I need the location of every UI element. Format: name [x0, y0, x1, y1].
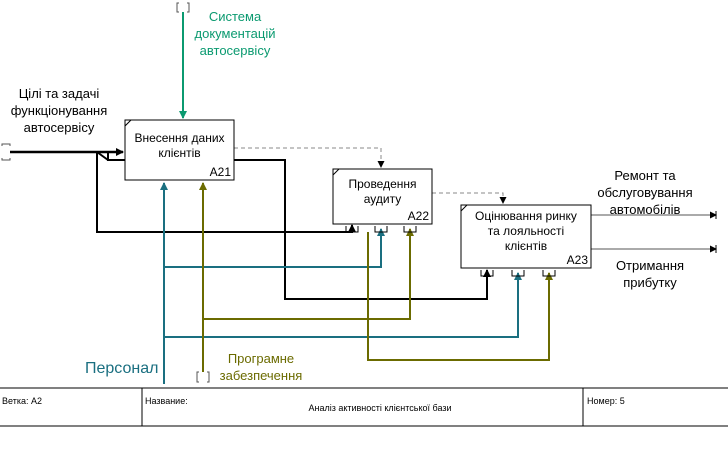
software-tunnel-icon: [196, 371, 210, 383]
mechanism-personnel-label: Персонал: [85, 360, 158, 377]
output-profit-label-line1: Отримання: [616, 258, 684, 273]
output-repair-label-line3: автомобілів: [610, 202, 681, 217]
box-id-a22: A22: [408, 209, 430, 223]
box-label-a22-line2: аудиту: [364, 192, 401, 206]
box-label-a22-line1: Проведення: [348, 177, 416, 191]
footer: Ветка: А2 Название: Аналіз активності кл…: [0, 387, 728, 427]
box-label-a23-line3: клієнтів: [505, 239, 547, 253]
output-repair-label: Ремонт та обслуговування автомобілів: [597, 168, 692, 217]
input-label-line1: Цілі та задачі: [19, 86, 100, 101]
activity-box-a23[interactable]: Оцінювання ринку та лояльності клієнтів …: [460, 204, 592, 269]
input-tunnel-icon: [1, 143, 11, 161]
control-tunnel-icon: [176, 2, 190, 13]
box-connector-brackets: [345, 226, 556, 277]
footer-number-label: Номер: 5: [587, 396, 625, 406]
box-label-a21-line1: Внесення даних: [134, 131, 224, 145]
mechanism-software-label-line1: Програмне: [228, 351, 294, 366]
mechanism-personnel-arrows: [160, 182, 522, 384]
control-label-line2: документацій: [195, 26, 276, 41]
footer-title-label: Название:: [145, 396, 188, 406]
footer-title-value: Аналіз активності клієнтської бази: [308, 403, 451, 413]
control-label-line1: Система: [209, 9, 262, 24]
input-label-line3: автосервісу: [24, 120, 95, 135]
mechanism-software-label-line2: забезпечення: [220, 368, 303, 383]
box-label-a23-line1: Оцінювання ринку: [475, 209, 577, 223]
activity-box-a21[interactable]: Внесення даних клієнтів A21: [124, 119, 235, 181]
output-profit-label: Отримання прибутку: [616, 258, 684, 290]
control-label: Система документацій автосервісу: [195, 9, 276, 58]
box-label-a23-line2: та лояльності: [488, 224, 564, 238]
output-profit-label-line2: прибутку: [623, 275, 677, 290]
box-id-a23: A23: [567, 253, 589, 267]
output-arrows: [591, 211, 717, 253]
internal-flow-a21-a23: [96, 151, 491, 300]
dashed-links: [234, 147, 507, 204]
box-id-a21: A21: [210, 165, 232, 179]
control-label-line3: автосервісу: [200, 43, 271, 58]
footer-node-label: Ветка: А2: [2, 396, 42, 406]
box-label-a21-line2: клієнтів: [158, 146, 200, 160]
input-label: Цілі та задачі функціонування автосервіс…: [11, 86, 108, 135]
mechanism-software-arrows: [199, 182, 553, 372]
output-repair-label-line1: Ремонт та: [614, 168, 676, 183]
mechanism-software-label: Програмне забезпечення: [220, 351, 303, 383]
output-repair-label-line2: обслуговування: [597, 185, 692, 200]
input-label-line2: функціонування: [11, 103, 108, 118]
activity-box-a22[interactable]: Проведення аудиту A22: [332, 168, 433, 225]
